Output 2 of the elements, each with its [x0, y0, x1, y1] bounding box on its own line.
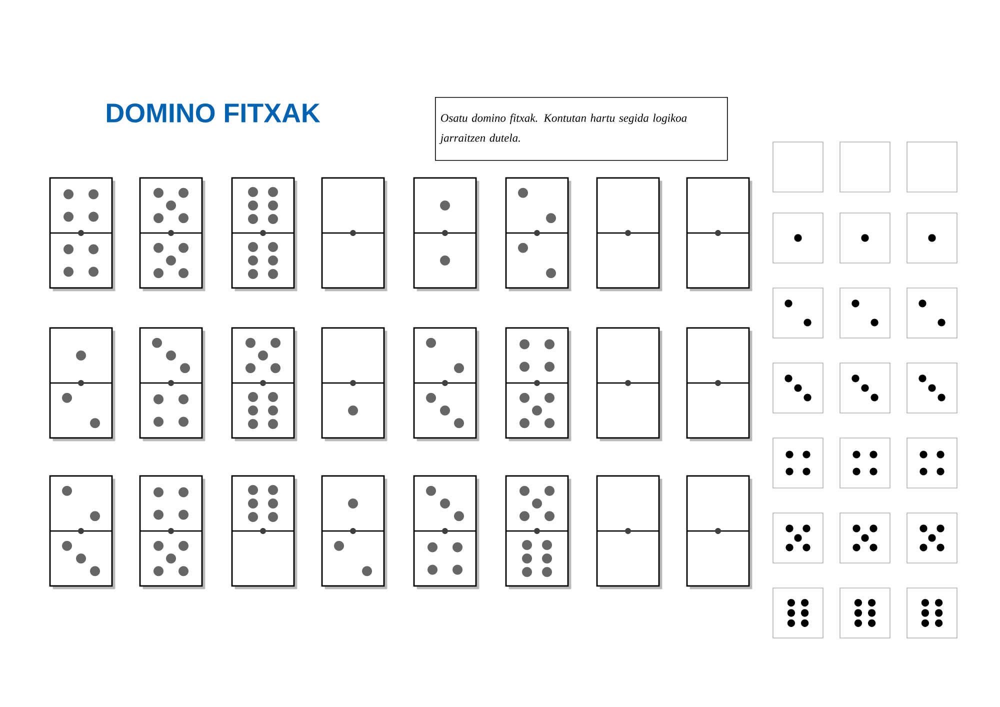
title: DOMINO FITXAK [107, 103, 320, 123]
instruction-box: Osatu domino fitxak. Kontutan hartu segida logikoa jarraitzen dutela. [435, 97, 728, 161]
